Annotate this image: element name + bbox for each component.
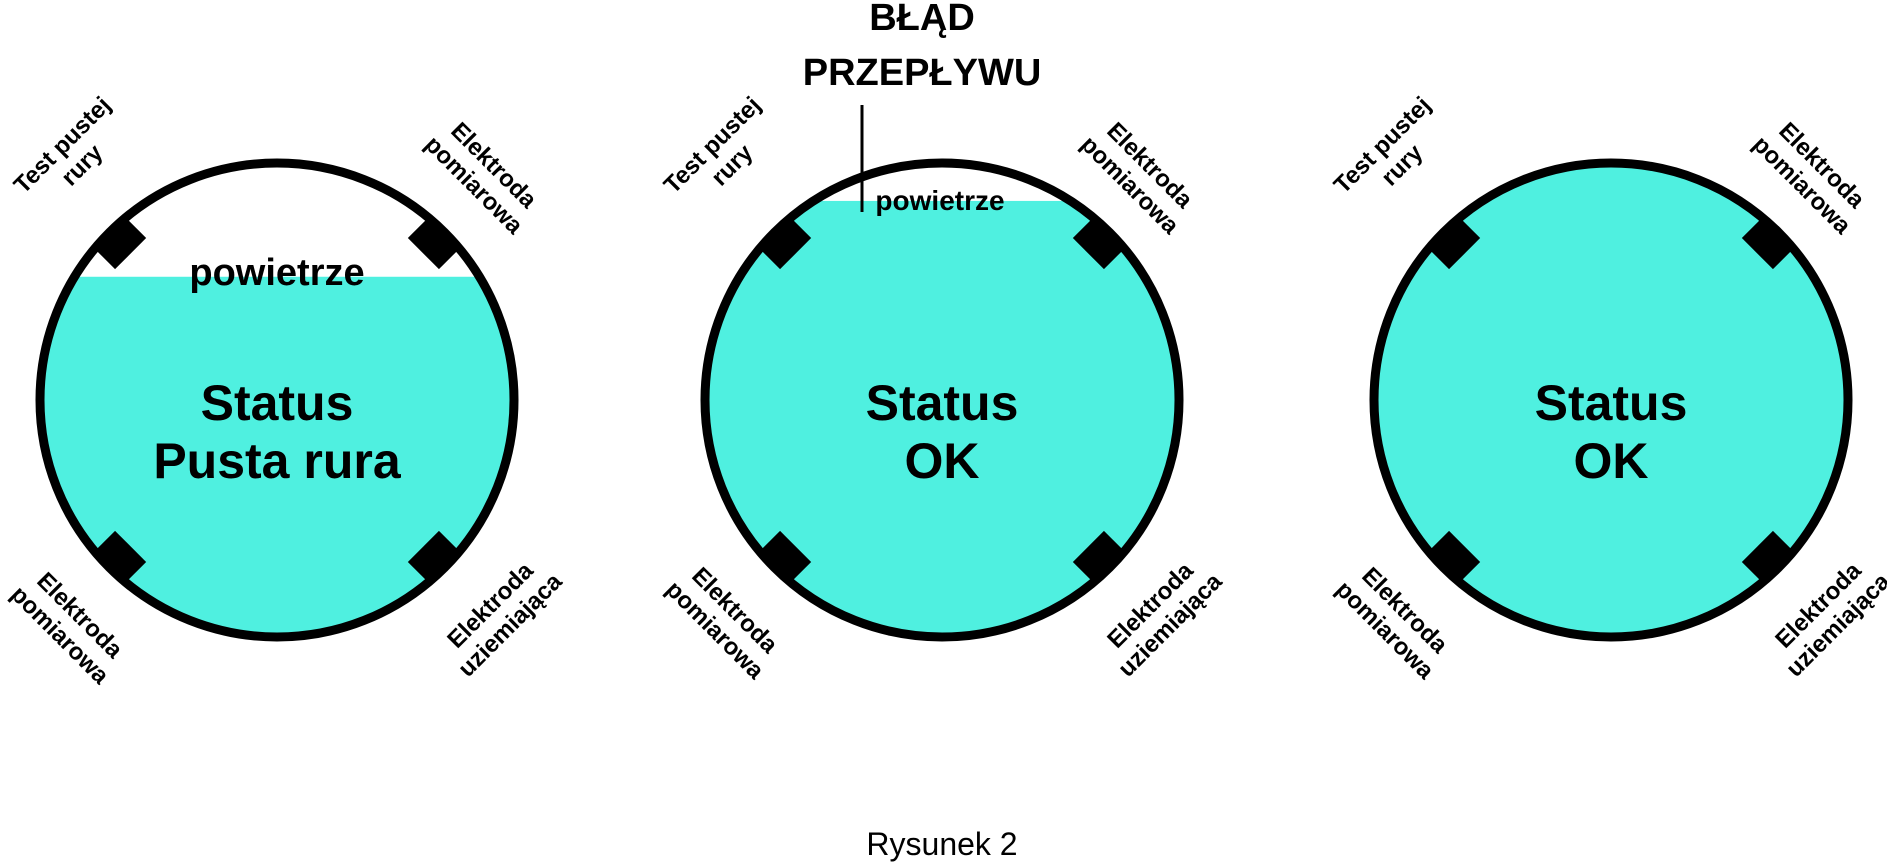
electrode-test-label: Test pustej rury [1329, 92, 1436, 199]
electrode-measure-bottom-label: Elektroda pomiarowa [5, 567, 128, 690]
electrode-measure-bottom-label: Elektroda pomiarowa [1330, 562, 1453, 685]
electrode-ground-pad [1072, 530, 1126, 584]
error-title-line-1: BŁĄD [869, 0, 975, 39]
status-line-1: Status [201, 375, 354, 431]
electrode-measure-bottom-pad [93, 530, 147, 584]
pipe-wall [35, 158, 519, 642]
electrode-test-pad [1427, 216, 1481, 270]
electrode-test-pad [93, 216, 147, 270]
pipe-wall [700, 158, 1184, 642]
figure-caption: Rysunek 2 [866, 826, 1017, 862]
svg-text:Test pustej: Test pustej [659, 92, 766, 199]
air-label: powietrze [189, 252, 364, 294]
status-line-2: OK [1574, 433, 1649, 489]
panel-full-pipe: Status OK Test pustej rury Elektroda pom… [1329, 92, 1887, 685]
electrode-ground-label: Elektroda uziemiająca [442, 557, 568, 683]
electrode-measure-bottom-pad [758, 530, 812, 584]
electrode-measure-top-pad [1741, 216, 1795, 270]
electrode-measure-top-pad [1072, 216, 1126, 270]
svg-text:Test pustej: Test pustej [9, 92, 116, 199]
panel-flow-error: powietrze Status OK BŁĄD PRZEPŁYWU Test … [659, 0, 1228, 685]
electrode-measure-bottom-label: Elektroda pomiarowa [660, 562, 783, 685]
svg-text:Test pustej: Test pustej [1329, 92, 1436, 199]
electrode-measure-bottom-pad [1427, 530, 1481, 584]
panel-empty-pipe: powietrze Status Pusta rura Test pustej … [5, 92, 567, 690]
electrode-ground-pad [1741, 530, 1795, 584]
status-line-2: Pusta rura [153, 433, 402, 489]
electrode-test-label: Test pustej rury [659, 92, 766, 199]
status-line-2: OK [905, 433, 980, 489]
pipe-wall [1369, 158, 1853, 642]
air-label: powietrze [875, 185, 1004, 216]
error-title-line-2: PRZEPŁYWU [803, 52, 1042, 94]
electrode-ground-pad [407, 530, 461, 584]
electrode-measure-top-pad [407, 216, 461, 270]
status-line-1: Status [1535, 375, 1688, 431]
electrode-test-pad [758, 216, 812, 270]
status-line-1: Status [866, 375, 1019, 431]
electrode-test-label: Test pustej rury [9, 92, 116, 199]
